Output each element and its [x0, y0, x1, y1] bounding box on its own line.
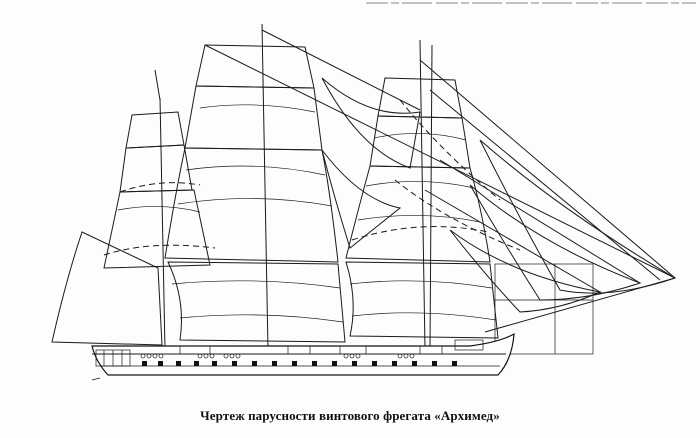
deck-rail-rings	[140, 353, 415, 359]
fore-mast	[419, 39, 426, 351]
head-sails-and-stays	[204, 29, 677, 313]
hull	[91, 332, 515, 381]
main-topsail	[164, 147, 339, 263]
main-topgallant-sail	[184, 85, 323, 151]
figure-caption: Чертеж парусности винтового фрегата «Арх…	[200, 408, 500, 423]
fore-mast-sails	[345, 77, 499, 339]
main-royal-sail	[195, 44, 315, 89]
page-header-fragment	[366, 0, 696, 6]
header-text-fragment-mark	[366, 2, 696, 4]
fore-studding-sails	[494, 263, 594, 355]
mizzen-mast	[159, 97, 166, 351]
main-mast-sails	[164, 44, 346, 343]
fore-course-sail	[345, 261, 499, 339]
fore-topsail	[345, 165, 491, 263]
outer-jib	[469, 184, 642, 301]
mizzen-topsail	[103, 189, 211, 269]
main-mast	[261, 23, 269, 351]
main-topmast-staysail	[321, 149, 402, 249]
flying-jib	[479, 139, 677, 294]
fore-topmast	[429, 44, 433, 351]
mizzen-spanker-sail	[51, 231, 163, 346]
mizzen-royal-sail	[125, 111, 185, 149]
mizzen-mast-sails	[51, 111, 216, 346]
mizzen-topmast	[154, 69, 161, 101]
gun-ports	[142, 361, 457, 366]
main-topgallant-staysail	[321, 77, 421, 169]
main-course-sail	[167, 261, 346, 343]
sail-plan-drawing	[51, 23, 677, 381]
